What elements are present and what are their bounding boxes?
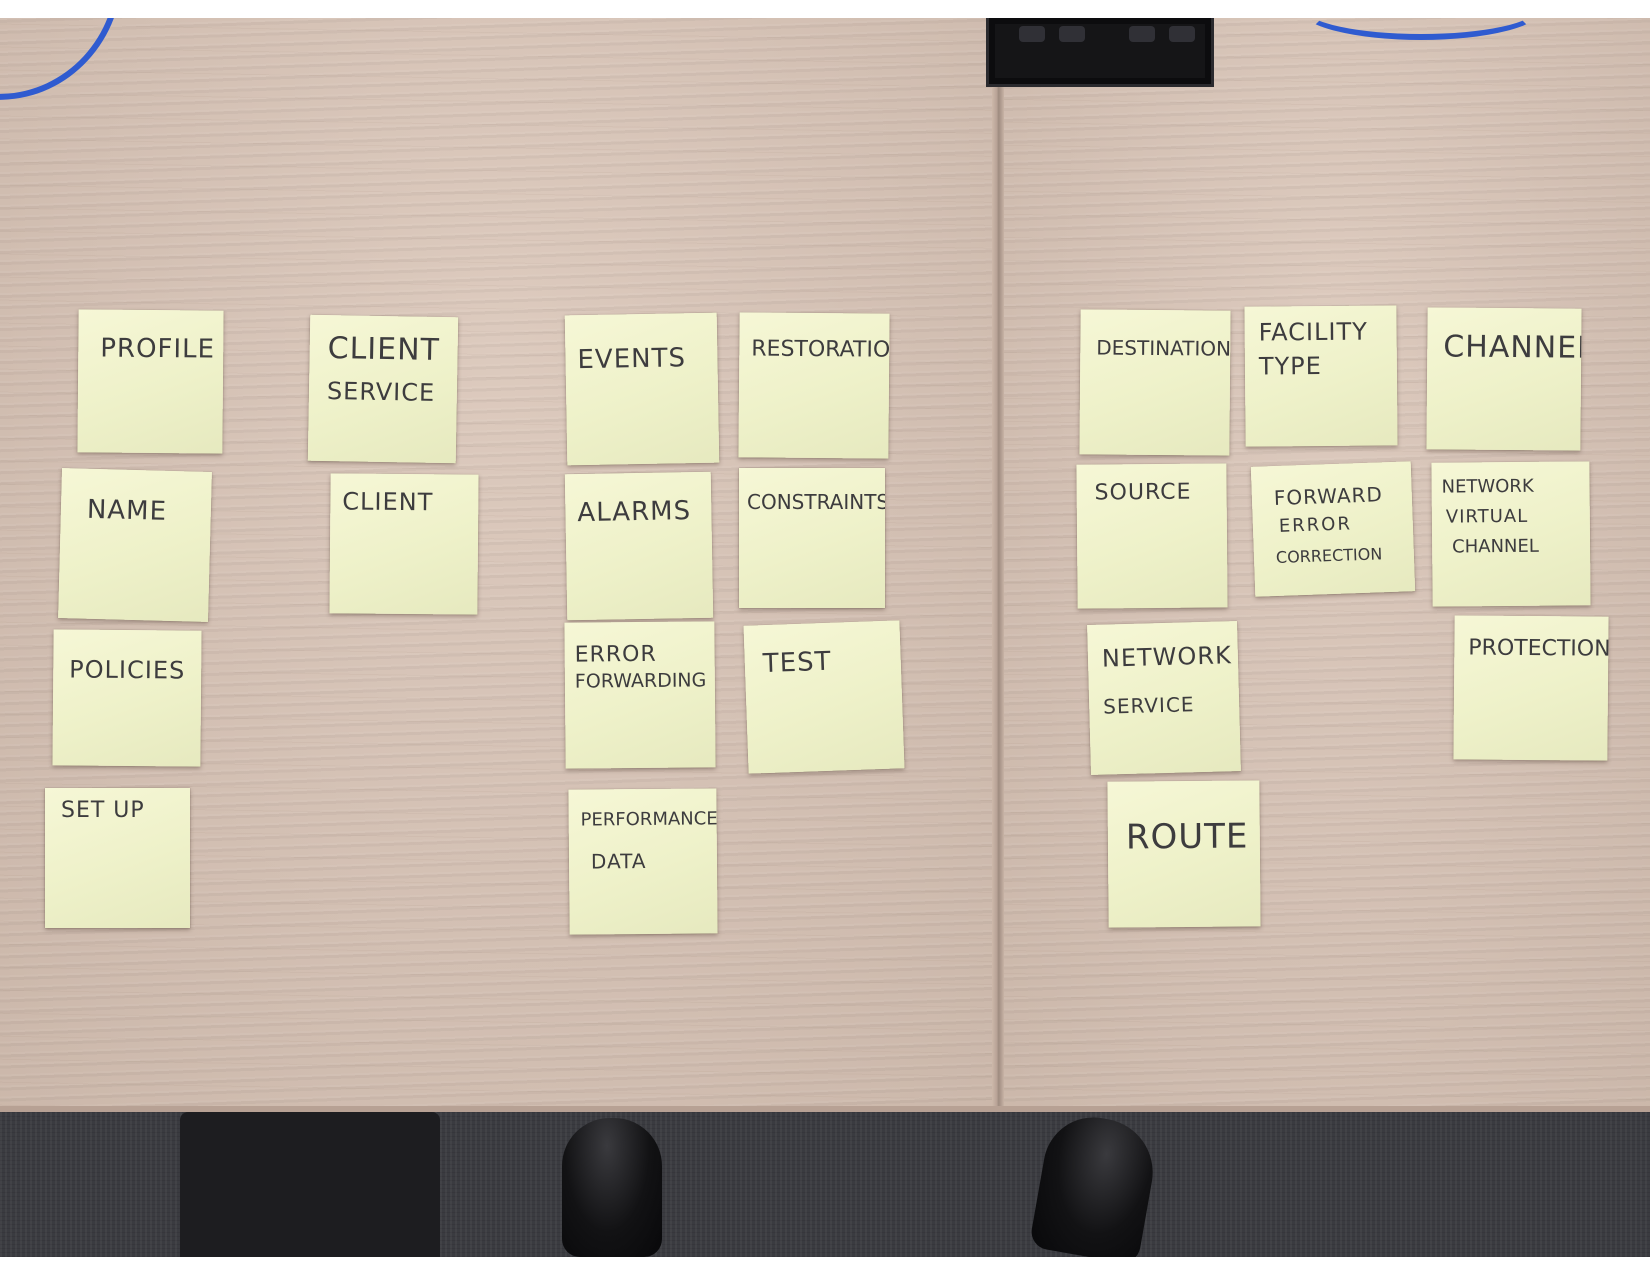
note-set-up[interactable]: SET UP	[45, 788, 190, 928]
photo: PROFILE CLIENT SERVICE EVENTS RESTORATIO…	[0, 18, 1650, 1257]
note-forward-error-correction[interactable]: FORWARD ERROR CORRECTION	[1250, 461, 1416, 597]
note-line: PROTECTION	[1468, 635, 1609, 662]
note-line: NAME	[86, 494, 168, 527]
note-error-forwarding[interactable]: ERROR FORWARDING	[564, 621, 716, 769]
note-line: VIRTUAL	[1445, 505, 1529, 528]
note-line: EVENTS	[577, 343, 687, 376]
note-alarms[interactable]: ALARMS	[564, 471, 714, 621]
note-line: CHANNEL	[1452, 535, 1539, 558]
note-line: SOURCE	[1094, 479, 1192, 506]
outlet-port	[1169, 26, 1195, 42]
note-client[interactable]: CLIENT	[329, 473, 479, 615]
note-line: ALARMS	[577, 496, 692, 529]
note-line: FORWARDING	[574, 669, 707, 693]
wall-outlet	[986, 18, 1214, 87]
note-line: ROUTE	[1125, 816, 1249, 858]
note-constraints[interactable]: CONSTRAINTS	[739, 468, 885, 608]
table-seam	[992, 18, 1004, 1110]
note-line: SET UP	[61, 798, 145, 823]
note-network-virtual-channel[interactable]: NETWORK VIRTUAL CHANNEL	[1431, 461, 1591, 607]
note-line: ERROR	[1278, 513, 1353, 537]
note-line: CORRECTION	[1275, 544, 1383, 568]
table-edge	[0, 1106, 1650, 1112]
note-line: FORWARD	[1273, 482, 1384, 511]
note-events[interactable]: EVENTS	[564, 312, 720, 466]
outlet-port	[1129, 26, 1155, 42]
note-source[interactable]: SOURCE	[1076, 463, 1228, 609]
note-restoration[interactable]: RESTORATION	[738, 312, 890, 459]
note-protection[interactable]: PROTECTION	[1453, 615, 1609, 761]
note-client-service[interactable]: CLIENT SERVICE	[307, 314, 459, 464]
outlet-port	[1019, 26, 1045, 42]
shoe-left	[562, 1118, 662, 1257]
network-cable-right	[1300, 18, 1542, 40]
note-line: PROFILE	[100, 333, 216, 365]
note-line: TEST	[762, 646, 832, 680]
note-line: FACILITY	[1258, 317, 1368, 347]
note-destination[interactable]: DESTINATION	[1079, 309, 1231, 456]
note-line: CONSTRAINTS	[747, 490, 885, 514]
note-line: NETWORK	[1441, 475, 1534, 498]
note-line: TYPE	[1258, 351, 1323, 381]
note-line: SERVICE	[1102, 692, 1195, 719]
note-line: DESTINATION	[1096, 335, 1231, 361]
note-line: POLICIES	[69, 655, 186, 685]
note-test[interactable]: TEST	[743, 620, 905, 774]
note-channel[interactable]: CHANNEL	[1426, 307, 1582, 451]
note-policies[interactable]: POLICIES	[52, 629, 202, 767]
note-line: RESTORATION	[751, 336, 890, 363]
outlet-port	[1059, 26, 1085, 42]
chair-base	[180, 1112, 440, 1257]
note-line: CLIENT	[327, 331, 441, 368]
note-line: CLIENT	[342, 487, 434, 517]
note-line: ERROR	[574, 641, 657, 668]
note-network-service[interactable]: NETWORK SERVICE	[1087, 621, 1241, 775]
note-profile[interactable]: PROFILE	[77, 309, 224, 454]
note-line: DATA	[590, 848, 647, 874]
note-facility-type[interactable]: FACILITY TYPE	[1244, 305, 1398, 447]
note-line: NETWORK	[1101, 641, 1233, 673]
note-name[interactable]: NAME	[58, 468, 212, 622]
note-line: SERVICE	[326, 377, 436, 407]
note-performance-data[interactable]: PERFORMANCE DATA	[568, 788, 718, 935]
note-route[interactable]: ROUTE	[1107, 780, 1261, 928]
note-line: CHANNEL	[1443, 329, 1582, 366]
note-line: PERFORMANCE	[580, 808, 718, 831]
